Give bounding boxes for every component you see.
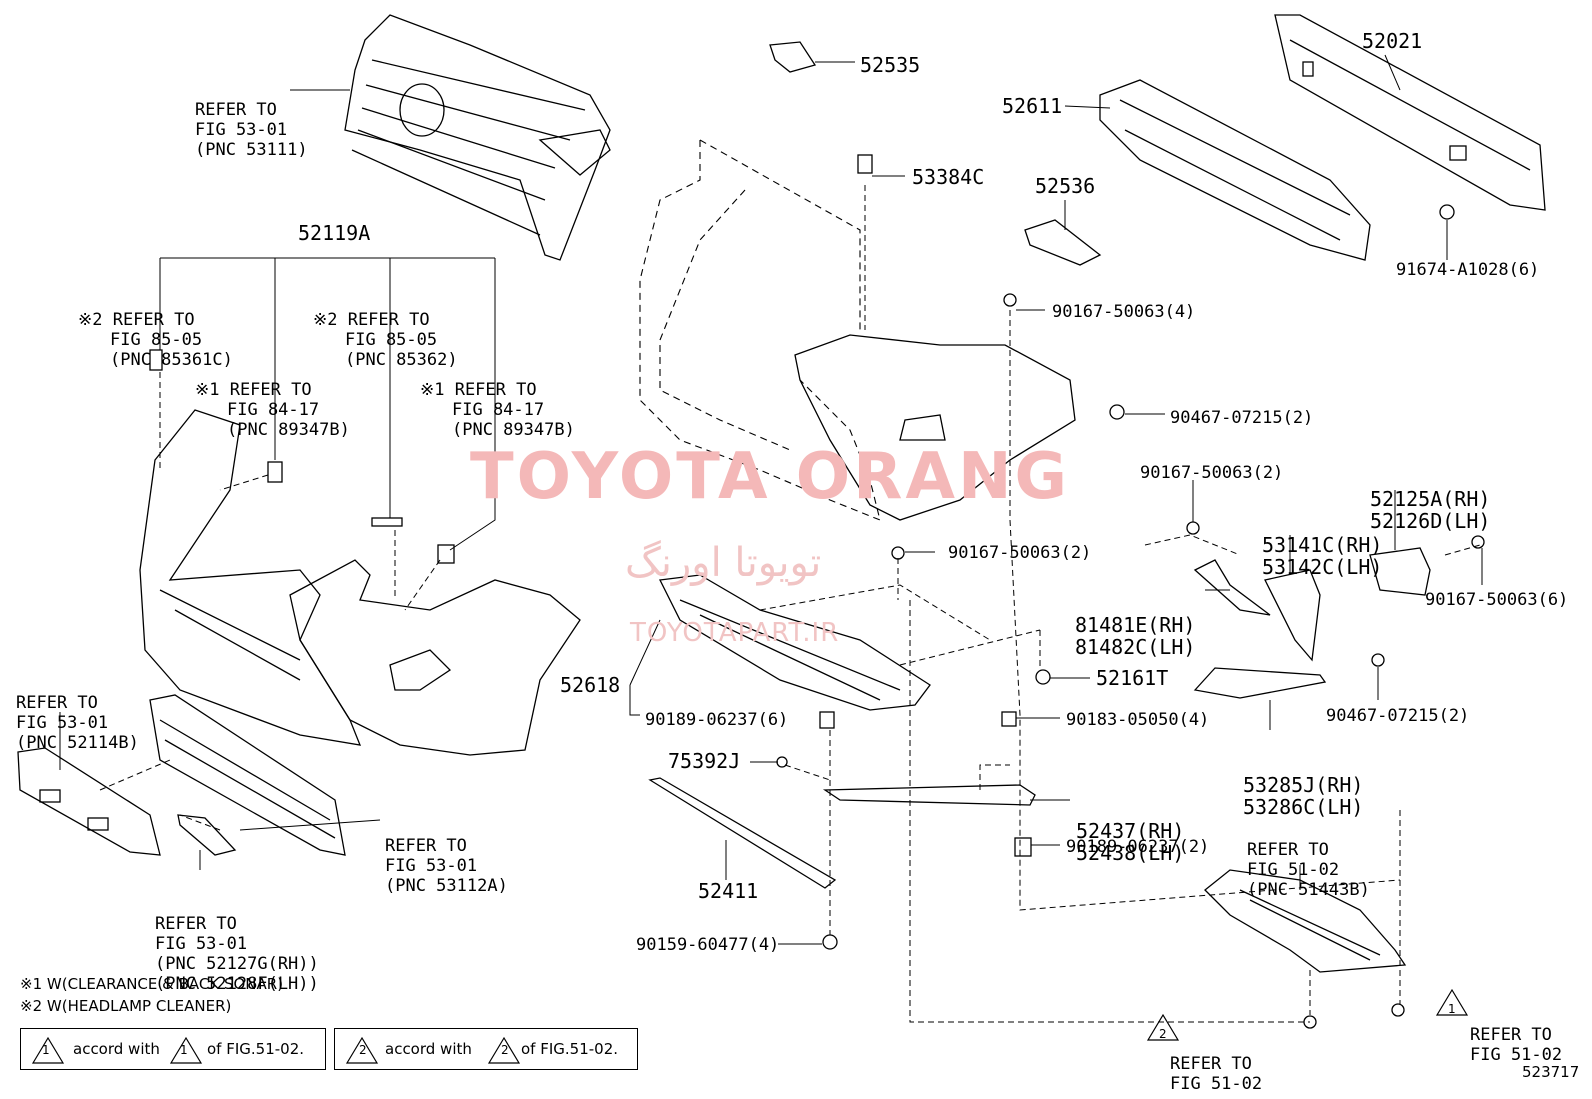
reinforcement-drawing: [1099, 14, 1546, 261]
part-53141c[interactable]: 53141C(RH)53142C(LH): [1262, 533, 1383, 579]
part-90167-6[interactable]: 90167-50063(6): [1425, 590, 1569, 610]
note-1: ※1 W(CLEARANCE & BACK SONAR): [20, 975, 284, 993]
bumper-cover-drawing: [139, 409, 581, 756]
part-53384c[interactable]: 53384C: [912, 165, 985, 189]
part-52021[interactable]: 52021: [1362, 29, 1423, 53]
part-81481e[interactable]: 81481E(RH)81482C(LH): [1075, 613, 1196, 659]
part-52119a[interactable]: 52119A: [298, 221, 371, 245]
small-brackets-drawing: [769, 41, 1102, 266]
part-52437[interactable]: 52437(RH)52438(LH): [1076, 819, 1185, 865]
legend-box-2: 2 accord with 2 of FIG.51-02.: [334, 1028, 638, 1070]
part-52125a[interactable]: 52125A(RH)52126D(LH): [1370, 487, 1491, 533]
note-2: ※2 W(HEADLAMP CLEANER): [20, 997, 232, 1015]
figure-id: 523717: [1522, 1063, 1580, 1081]
part-52611[interactable]: 52611: [1002, 94, 1063, 118]
part-75392j[interactable]: 75392J: [668, 749, 741, 773]
part-52411[interactable]: 52411: [698, 879, 759, 903]
front-bumper-dashed-drawing: [639, 139, 881, 521]
undercover-drawing: [659, 574, 931, 711]
part-90159[interactable]: 90159-60477(4): [636, 935, 780, 955]
part-53285j[interactable]: 53285J(RH)53286C(LH): [1243, 773, 1364, 819]
part-90183[interactable]: 90183-05050(4): [1066, 710, 1210, 730]
part-90189-2[interactable]: 90189-06237(2): [1066, 837, 1210, 857]
part-90467-2a[interactable]: 90467-07215(2): [1170, 408, 1314, 428]
watermark-farsi: تویوتا اورنگ: [625, 540, 822, 586]
engine-undercover-drawing: [1204, 869, 1407, 973]
legend-box-1: 1 accord with 1 of FIG.51-02.: [20, 1028, 326, 1070]
watermark-url: TOYOTAPART.IR: [630, 618, 840, 648]
part-91674[interactable]: 91674-A1028(6): [1396, 260, 1540, 280]
part-90189-6[interactable]: 90189-06237(6): [645, 710, 789, 730]
part-90167-4[interactable]: 90167-50063(4): [1052, 302, 1196, 322]
triangle-2-number: 2: [1159, 1027, 1167, 1041]
triangle-1-number: 1: [1448, 1002, 1456, 1016]
part-52535[interactable]: 52535: [860, 53, 921, 77]
plate-bracket-drawing: [17, 747, 161, 856]
part-52161t[interactable]: 52161T: [1096, 666, 1169, 690]
grille-drawing: [344, 14, 611, 261]
watermark-title: TOYOTA ORANG: [470, 440, 1071, 514]
lower-grille-drawing: [149, 694, 346, 856]
fasteners-drawing: [776, 204, 1485, 1029]
reference-triangles: [31, 988, 1469, 1064]
part-52536[interactable]: 52536: [1035, 174, 1096, 198]
part-90167-2b[interactable]: 90167-50063(2): [948, 543, 1092, 563]
part-90467-2b[interactable]: 90467-07215(2): [1326, 706, 1470, 726]
part-90167-2a[interactable]: 90167-50063(2): [1140, 463, 1284, 483]
part-52618[interactable]: 52618: [560, 673, 621, 697]
